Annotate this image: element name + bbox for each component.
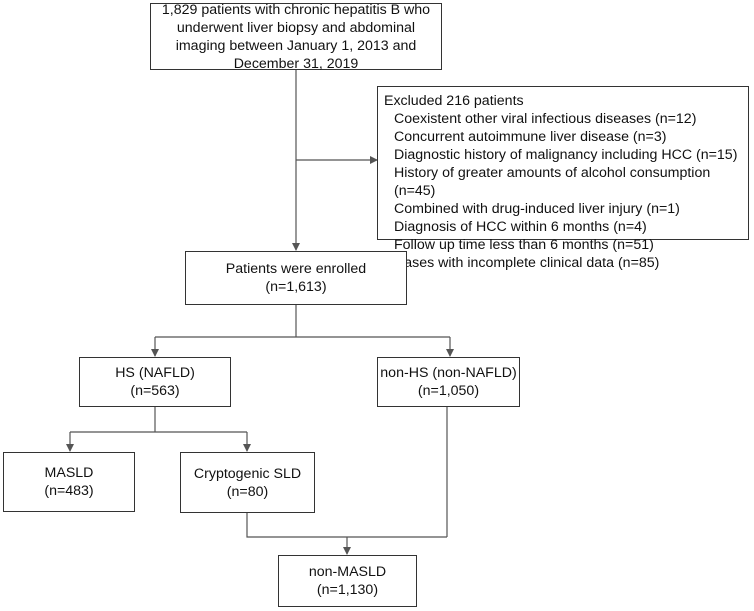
source-line-3: imaging between January 1, 2013 and: [175, 37, 417, 54]
enrolled-label: Patients were enrolled: [225, 261, 367, 277]
excluded-item: Coexistent other viral infectious diseas…: [394, 111, 697, 127]
source-line-4: December 31, 2019: [233, 55, 359, 72]
source-population-box: 1,829 patients with chronic hepatitis B …: [150, 1, 442, 72]
masld-label: MASLD: [44, 465, 94, 481]
non-hs-label: non-HS (non-NAFLD): [380, 365, 517, 381]
cryptogenic-box: Cryptogenic SLD (n=80): [180, 452, 315, 513]
excluded-box: Excluded 216 patients Coexistent other v…: [377, 86, 749, 271]
excluded-item: History of greater amounts of alcohol co…: [394, 165, 711, 199]
excluded-item: Follow up time less than 6 months (n=51): [394, 237, 654, 253]
non-masld-label: non-MASLD: [308, 564, 387, 580]
hs-label: HS (NAFLD): [115, 365, 195, 381]
connector-cryptogenic-merge: [246, 513, 447, 538]
enrolled-count: (n=1,613): [265, 279, 327, 295]
excluded-title: Excluded 216 patients: [384, 93, 524, 109]
non-masld-count: (n=1,130): [316, 582, 379, 598]
excluded-item: Cases with incomplete clinical data (n=8…: [394, 255, 660, 271]
non-hs-box: non-HS (non-NAFLD) (n=1,050): [377, 357, 520, 407]
masld-count: (n=483): [44, 483, 94, 499]
source-line-1: 1,829 patients with chronic hepatitis B …: [161, 1, 431, 18]
source-line-2: underwent liver biopsy and abdominal: [176, 19, 416, 36]
masld-box: MASLD (n=483): [3, 452, 135, 512]
cryptogenic-label: Cryptogenic SLD: [193, 465, 302, 482]
non-hs-count: (n=1,050): [417, 383, 480, 399]
excluded-item: Diagnostic history of malignancy includi…: [394, 147, 738, 163]
enrolled-box: Patients were enrolled (n=1,613): [185, 251, 407, 305]
cryptogenic-count: (n=80): [226, 483, 269, 500]
hs-count: (n=563): [130, 383, 180, 399]
excluded-item: Concurrent autoimmune liver disease (n=3…: [394, 129, 667, 145]
excluded-item: Diagnosis of HCC within 6 months (n=4): [394, 219, 647, 235]
non-masld-box: non-MASLD (n=1,130): [278, 555, 417, 607]
excluded-item: Combined with drug-induced liver injury …: [394, 201, 680, 217]
hs-box: HS (NAFLD) (n=563): [79, 357, 231, 407]
